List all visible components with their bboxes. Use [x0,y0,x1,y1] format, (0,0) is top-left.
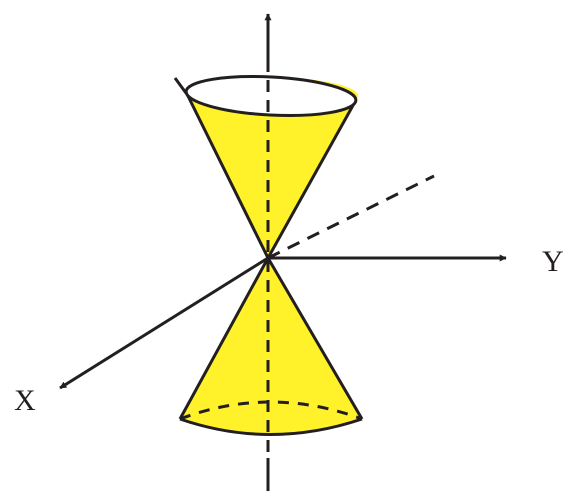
lower-cone-left-edge [178,257,270,420]
lower-cone-base-back [179,400,363,421]
y-axis-label: Y [542,245,564,278]
upper-rim-tick [173,77,188,94]
lower-cone-base-front [179,417,363,436]
x-axis-label: X [14,384,36,417]
x-axis-arrow [59,256,269,390]
lower-cone-right-edge [266,257,364,420]
lower-cone-surface [180,258,362,435]
upper-cone-left-edge [184,91,270,259]
upper-cone-right-edge [266,99,358,259]
x-axis-dashed-extension [267,174,435,260]
upper-cone-surface [186,77,359,258]
